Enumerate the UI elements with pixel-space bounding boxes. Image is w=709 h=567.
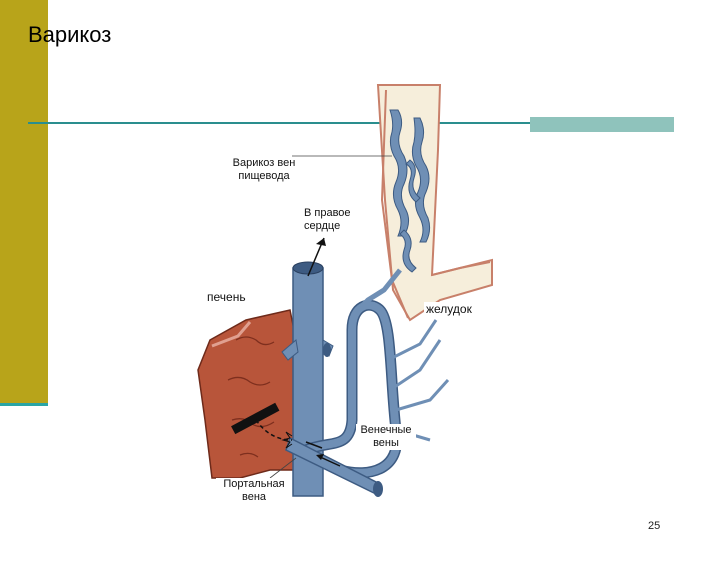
liver-highlight <box>211 321 252 348</box>
label-esophageal-varices: Варикоз вен пищевода <box>225 157 303 183</box>
label-liver: печень <box>207 290 246 304</box>
esophagus-inner-wall <box>380 89 409 319</box>
liver-lobules <box>227 336 275 458</box>
vena-cava-opening <box>292 261 324 275</box>
leader-line-portal <box>269 457 297 479</box>
label-coronary-veins: Венечные вены <box>356 424 416 450</box>
dashed-shunt-path <box>255 419 293 441</box>
title-rule-accent <box>530 117 674 132</box>
portal-vein-opening <box>373 481 383 497</box>
renal-vein-opening <box>323 343 331 357</box>
portal-flow-arrowhead <box>316 454 324 460</box>
coronary-vein-loop-inner <box>304 301 401 477</box>
to-heart-arrow-head <box>316 238 326 246</box>
hepatic-vein-branch <box>281 339 299 361</box>
label-portal-vein: Портальная вена <box>216 478 292 504</box>
vein-to-esophagus <box>354 268 402 314</box>
slide-title: Варикоз <box>28 22 112 47</box>
stomach-wall <box>431 261 491 276</box>
label-stomach: желудок <box>424 302 474 316</box>
gastric-branches <box>387 319 450 442</box>
page-number: 25 <box>648 520 661 532</box>
shunt-starburst <box>281 431 293 449</box>
esophageal-varices <box>389 109 431 273</box>
title-rule <box>28 122 674 124</box>
sidebar-accent-bar <box>0 0 48 404</box>
sidebar-underline <box>0 403 48 406</box>
shunt-blocker <box>231 402 280 435</box>
label-to-right-heart: В правое сердце <box>304 207 364 233</box>
